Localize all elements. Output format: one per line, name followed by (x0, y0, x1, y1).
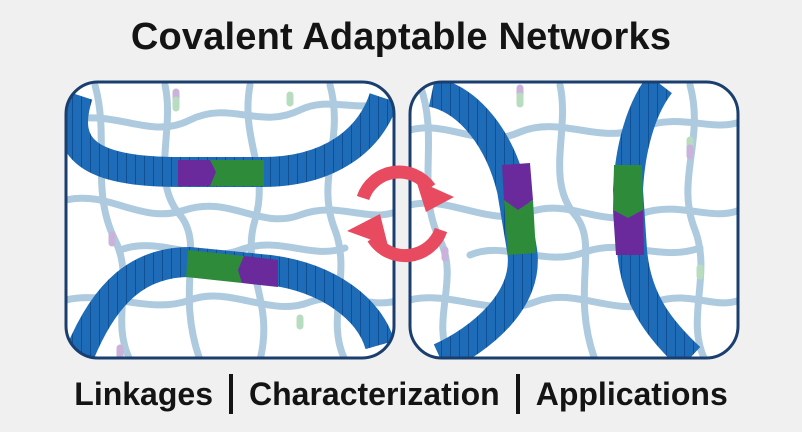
network-crosslink-dots-right (441, 84, 704, 280)
right-vertical-linkage (613, 165, 644, 255)
divider (228, 374, 233, 414)
page-title: Covalent Adaptable Networks (130, 16, 672, 58)
topic-linkages: Linkages (74, 375, 213, 412)
background-polymer-network-right (410, 82, 738, 358)
upper-dynamic-linkage (178, 160, 264, 186)
topic-list: Linkages Characterization Applications (0, 374, 802, 414)
topic-applications: Applications (535, 375, 728, 412)
right-network-panel (408, 80, 740, 360)
cyclic-exchange-arrows-icon (347, 165, 454, 263)
lower-dynamic-linkage (186, 250, 278, 287)
network-crosslink-dots (108, 88, 304, 358)
left-vertical-linkage (502, 163, 536, 255)
left-network-panel (64, 80, 396, 360)
divider (515, 374, 520, 414)
topic-characterization: Characterization (248, 375, 500, 412)
